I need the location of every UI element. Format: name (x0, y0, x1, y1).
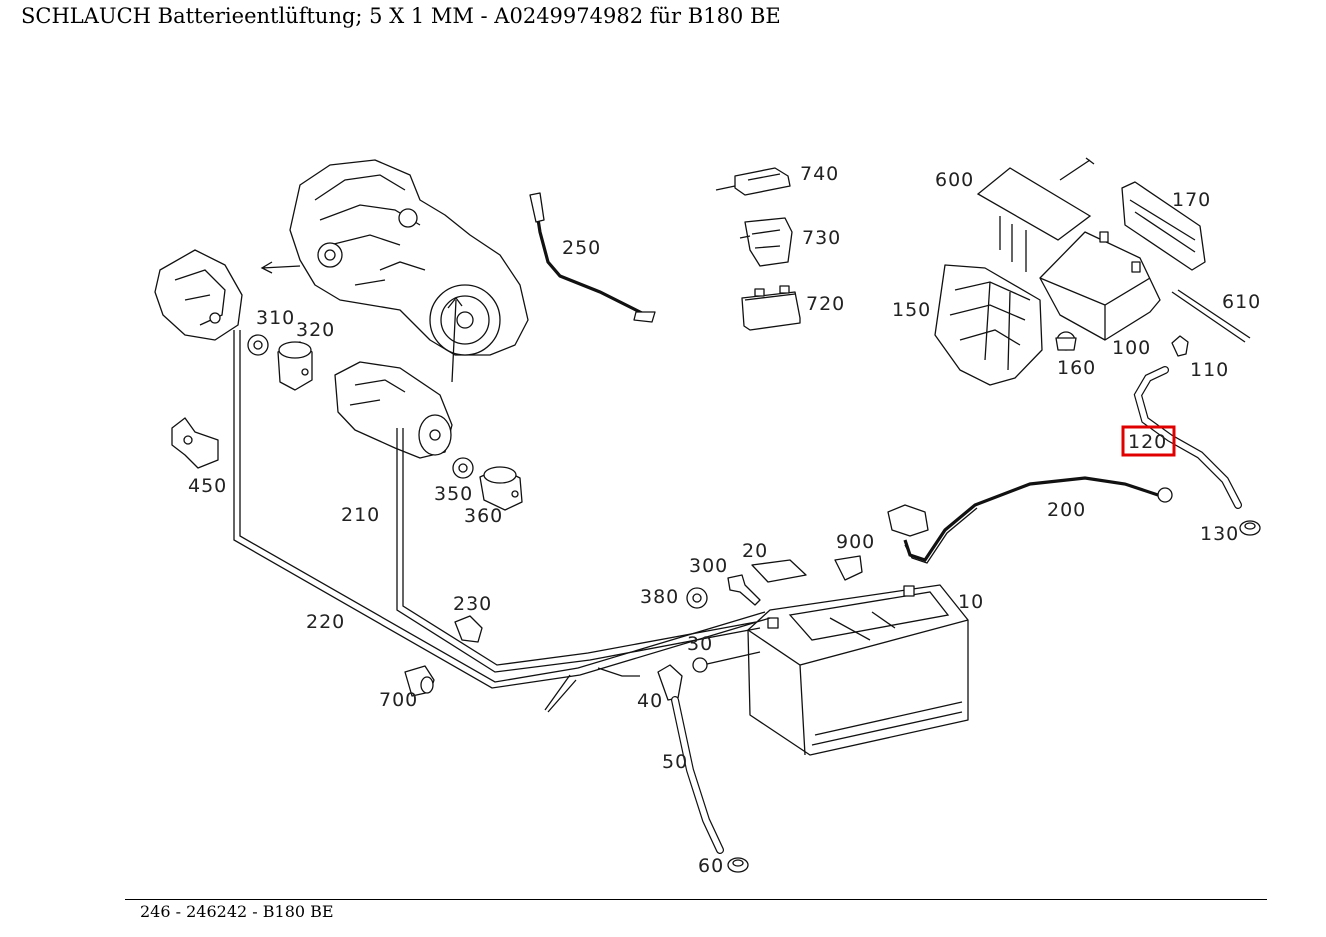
label-200: 200 (1047, 499, 1086, 521)
part-bushing-320[interactable] (277, 341, 313, 391)
label-720: 720 (806, 293, 845, 315)
part-elbow-40[interactable] (657, 664, 683, 701)
part-nut-160[interactable] (1055, 331, 1077, 351)
label-20: 20 (742, 540, 768, 562)
part-bracket-450[interactable] (171, 417, 219, 469)
label-120: 120 (1128, 431, 1167, 453)
label-350: 350 (434, 483, 473, 505)
label-230: 230 (453, 593, 492, 615)
label-40: 40 (637, 690, 663, 712)
label-320: 320 (296, 319, 335, 341)
part-label-900[interactable] (834, 555, 863, 581)
label-170: 170 (1172, 189, 1211, 211)
label-10: 10 (958, 591, 984, 613)
label-450: 450 (188, 475, 227, 497)
label-150: 150 (892, 299, 931, 321)
label-130: 130 (1200, 523, 1239, 545)
part-strap-610[interactable] (1171, 291, 1246, 343)
part-cable-200[interactable] (887, 476, 1173, 564)
part-nut-380[interactable] (686, 587, 708, 609)
label-100: 100 (1112, 337, 1151, 359)
footer-divider (125, 899, 1267, 900)
part-harness-210[interactable] (396, 428, 761, 673)
part-nut-350[interactable] (452, 457, 474, 479)
label-740: 740 (800, 163, 839, 185)
part-nut-310[interactable] (247, 334, 269, 356)
part-elbow-110[interactable] (1171, 335, 1189, 357)
label-900: 900 (836, 531, 875, 553)
label-610: 610 (1222, 291, 1261, 313)
label-360: 360 (464, 505, 503, 527)
part-cap-130[interactable] (1239, 520, 1261, 536)
label-210: 210 (341, 504, 380, 526)
part-module-170[interactable] (1121, 181, 1206, 271)
part-bushing-360[interactable] (479, 466, 523, 511)
part-cover-600[interactable] (976, 157, 1095, 272)
label-300: 300 (689, 555, 728, 577)
part-battery-100[interactable] (1039, 231, 1161, 341)
part-tray-150[interactable] (934, 264, 1043, 386)
part-screw-30[interactable] (692, 651, 761, 673)
part-hose-120[interactable] (1133, 366, 1242, 509)
part-alternator[interactable] (154, 249, 243, 341)
label-310: 310 (256, 307, 295, 329)
label-700: 700 (379, 689, 418, 711)
part-clip-740[interactable] (715, 167, 791, 196)
label-110: 110 (1190, 359, 1229, 381)
diagram-footer: 246 - 246242 - B180 BE (140, 902, 334, 921)
label-730: 730 (802, 227, 841, 249)
label-380: 380 (640, 586, 679, 608)
part-cover-20[interactable] (751, 559, 807, 583)
part-grommet-700[interactable] (404, 665, 435, 697)
part-bolt-300[interactable] (727, 574, 761, 606)
label-250: 250 (562, 237, 601, 259)
part-hose-50[interactable] (671, 696, 724, 854)
part-harness-220[interactable] (233, 330, 771, 713)
label-220: 220 (306, 611, 345, 633)
highlight-box (1121, 425, 1176, 457)
label-160: 160 (1057, 357, 1096, 379)
label-60: 60 (698, 855, 724, 877)
part-battery-10[interactable] (747, 584, 969, 756)
part-cable-250[interactable] (529, 192, 656, 323)
part-battery-720[interactable] (741, 285, 801, 331)
engine-drawing (260, 159, 529, 383)
page-title: SCHLAUCH Batterieentlüftung; 5 X 1 MM - … (21, 4, 781, 28)
part-clip-230[interactable] (454, 615, 483, 643)
part-cap-60[interactable] (727, 857, 749, 873)
label-600: 600 (935, 169, 974, 191)
part-relay-730[interactable] (739, 217, 793, 267)
part-starter[interactable] (334, 361, 453, 459)
label-50: 50 (662, 751, 688, 773)
label-30: 30 (687, 633, 713, 655)
